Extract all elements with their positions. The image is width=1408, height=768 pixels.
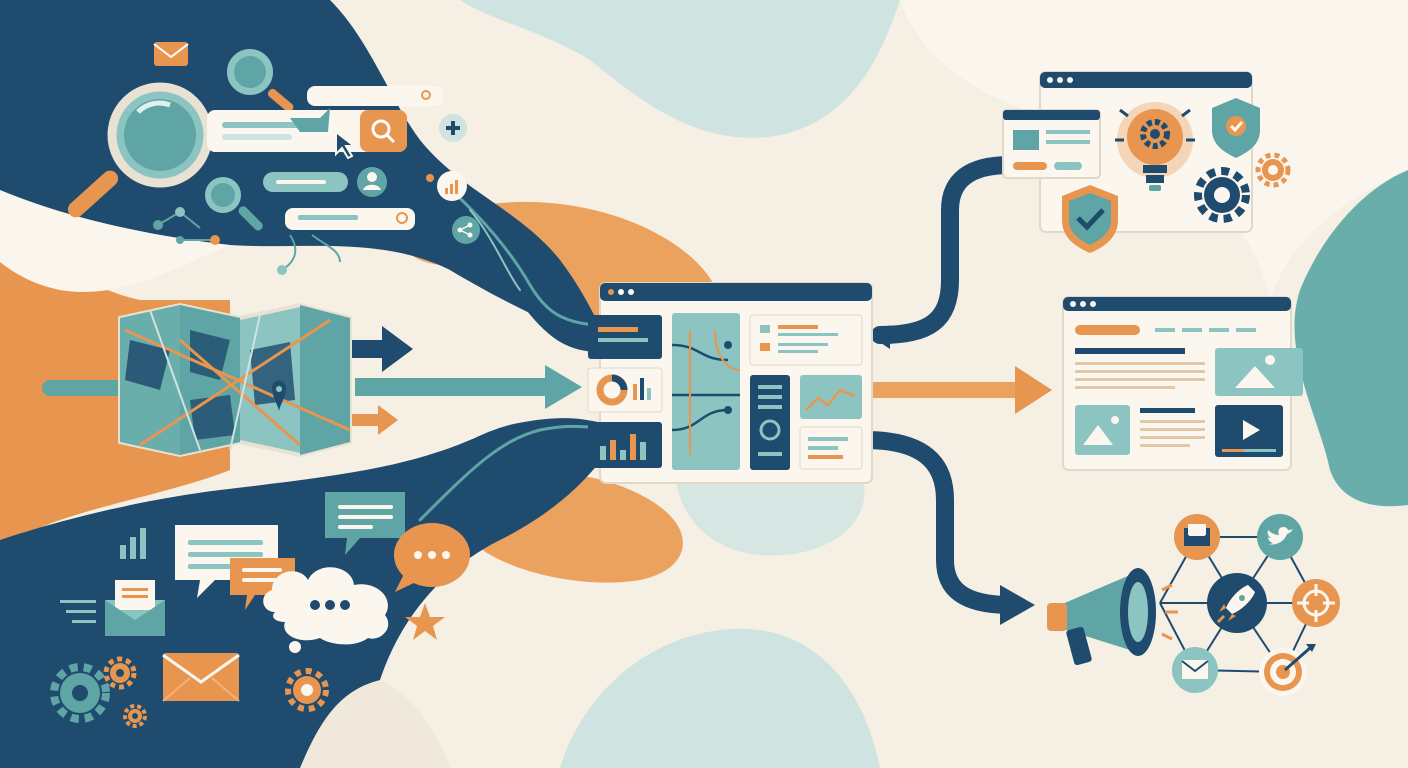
bar-chart-icon: [588, 422, 662, 468]
star-icon: [405, 603, 445, 640]
gear-icon: [50, 663, 110, 723]
bg-teal-blob-bottom: [560, 628, 880, 768]
speed-lines-icon: [60, 600, 96, 623]
arrow-navy-head: [382, 326, 413, 372]
gear-navy-icon: [1194, 167, 1250, 223]
dashboard-list-card: [749, 314, 863, 366]
dashboard-text-panel: [588, 315, 662, 359]
envelope-icon: [153, 42, 189, 74]
rocket-icon: [1207, 573, 1267, 633]
search-cluster: [67, 42, 480, 275]
video-play-icon: [1215, 405, 1283, 457]
node-dot: [277, 265, 287, 275]
twitter-bird-icon: [1257, 514, 1303, 560]
gear-orange-small-icon: [1255, 152, 1291, 188]
flow-right-top: [871, 156, 1019, 344]
cloud-icon: [263, 567, 389, 645]
lightbulb-icon: [1115, 102, 1195, 191]
shield-check-icon: [1212, 98, 1260, 158]
chat-bubble-orange-icon: [230, 558, 295, 610]
dashboard-window-icon: [587, 282, 873, 484]
arrow-map-teal-head: [545, 365, 582, 409]
bar-chart-small-icon: [120, 528, 146, 559]
magnifier-icon: [67, 82, 213, 218]
content-page: [1062, 296, 1303, 471]
folded-map-icon: [118, 302, 352, 458]
communication-cluster: [50, 492, 470, 728]
node-dot: [210, 235, 220, 245]
gear-small-icon: [103, 656, 137, 690]
web-page-icon: [1002, 109, 1101, 179]
magnifier-small-icon: [223, 45, 294, 112]
open-envelope-icon: [1174, 514, 1220, 560]
arrow-orange-small-head: [378, 405, 398, 435]
envelope-icon: [1172, 647, 1218, 693]
flow-right-bottom: [856, 431, 1019, 614]
bg-cream-band-left: [0, 190, 230, 292]
gear-orange-icon: [285, 668, 329, 712]
bullseye-icon: [1259, 644, 1316, 696]
cursor-icon: [335, 129, 357, 160]
image-small-icon: [1075, 405, 1130, 455]
arrow-orange-right-shaft: [860, 382, 1020, 398]
dashboard-circuit-panel: [672, 313, 740, 470]
node-dot: [153, 220, 163, 230]
user-icon: [357, 167, 387, 197]
insight-card: [1002, 71, 1291, 253]
crosshair-target-icon: [1292, 579, 1340, 627]
chat-bubble-teal-icon: [325, 492, 405, 555]
chat-bubble-small-icon: [290, 108, 330, 132]
arrow-to-window-icon: [872, 325, 890, 349]
share-icon: [452, 216, 480, 244]
flow-bottom-line: [418, 424, 600, 522]
donut-chart-icon: [587, 367, 663, 413]
bg-teal-blob-right: [1294, 170, 1408, 507]
bg-teal-blob-top: [460, 0, 900, 138]
bg-cream-corner: [300, 680, 450, 768]
envelope-orange-icon: [162, 653, 240, 702]
node-dot: [176, 236, 184, 244]
arrow-to-megaphone-icon: [1000, 585, 1035, 625]
plus-icon: [439, 114, 467, 142]
chart-icon: [437, 171, 467, 201]
tag-bar-icon: [263, 172, 348, 192]
search-bar-small-icon: [307, 86, 442, 106]
flow-connectors: [42, 156, 1019, 614]
arrow-orange-right-head: [1015, 366, 1052, 414]
node-dot: [175, 207, 185, 217]
marketing-network: [1047, 514, 1340, 696]
gear-tiny-icon: [123, 704, 147, 728]
megaphone-icon: [1047, 568, 1178, 666]
open-envelope-icon: [105, 580, 165, 636]
node-dot: [289, 641, 301, 653]
search-bar-lower-icon: [285, 208, 415, 230]
arrow-map-teal-shaft: [355, 378, 545, 396]
line-chart-icon: [800, 375, 862, 419]
chat-bubble-dots-icon: [394, 523, 470, 592]
shield-check-large-icon: [1062, 185, 1118, 253]
node-dot: [426, 174, 434, 182]
location-pin-icon: [272, 380, 286, 412]
flow-top-line-2: [469, 209, 521, 291]
flow-top-line: [438, 178, 597, 327]
magnifier-bottom-icon: [201, 173, 263, 231]
image-icon: [1215, 348, 1303, 396]
